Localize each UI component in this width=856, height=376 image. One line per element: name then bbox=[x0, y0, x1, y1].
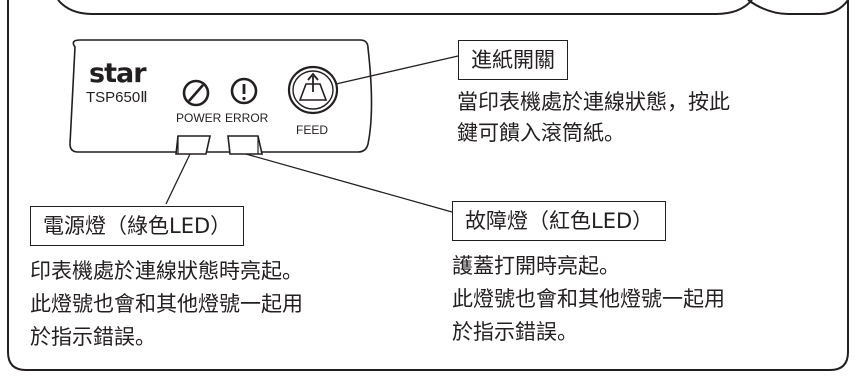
error-leader bbox=[245, 153, 453, 213]
power-callout-desc-2: 此燈號也會和其他燈號一起用 bbox=[30, 292, 303, 316]
error-icon bbox=[230, 77, 258, 105]
feed-callout-desc-1: 當印表機處於連線狀態，按此 bbox=[457, 90, 730, 114]
printer-cover-edge bbox=[747, 0, 849, 15]
error-label: ERROR bbox=[225, 111, 269, 125]
power-leader bbox=[165, 153, 191, 205]
error-callout-desc-3: 於指示錯誤。 bbox=[452, 320, 578, 344]
control-panel-plate bbox=[69, 39, 373, 153]
power-icon bbox=[182, 79, 210, 107]
power-callout-desc-1: 印表機處於連線狀態時亮起。 bbox=[30, 259, 303, 283]
outer-frame bbox=[7, 0, 849, 371]
power-label: POWER bbox=[176, 111, 222, 125]
error-callout-desc-1: 護蓋打開時亮起。 bbox=[452, 254, 620, 278]
feed-icon bbox=[287, 65, 339, 115]
error-callout-title: 故障燈（紅色LED） bbox=[452, 201, 667, 241]
power-led bbox=[175, 135, 211, 155]
error-led bbox=[227, 135, 263, 155]
feed-callout-title: 進紙開關 bbox=[458, 40, 568, 80]
feed-label: FEED bbox=[296, 123, 329, 137]
feed-callout-desc-2: 鍵可饋入滾筒紙。 bbox=[457, 121, 625, 145]
printer-cover-outline bbox=[57, 0, 753, 15]
power-callout-desc-3: 於指示錯誤。 bbox=[30, 325, 156, 349]
model-name: TSP650Ⅱ bbox=[86, 89, 148, 106]
feed-leader bbox=[335, 55, 459, 85]
brand-logo: star bbox=[89, 58, 147, 89]
power-callout-title: 電源燈（綠色LED） bbox=[30, 206, 245, 246]
error-callout-desc-2: 此燈號也會和其他燈號一起用 bbox=[452, 287, 725, 311]
